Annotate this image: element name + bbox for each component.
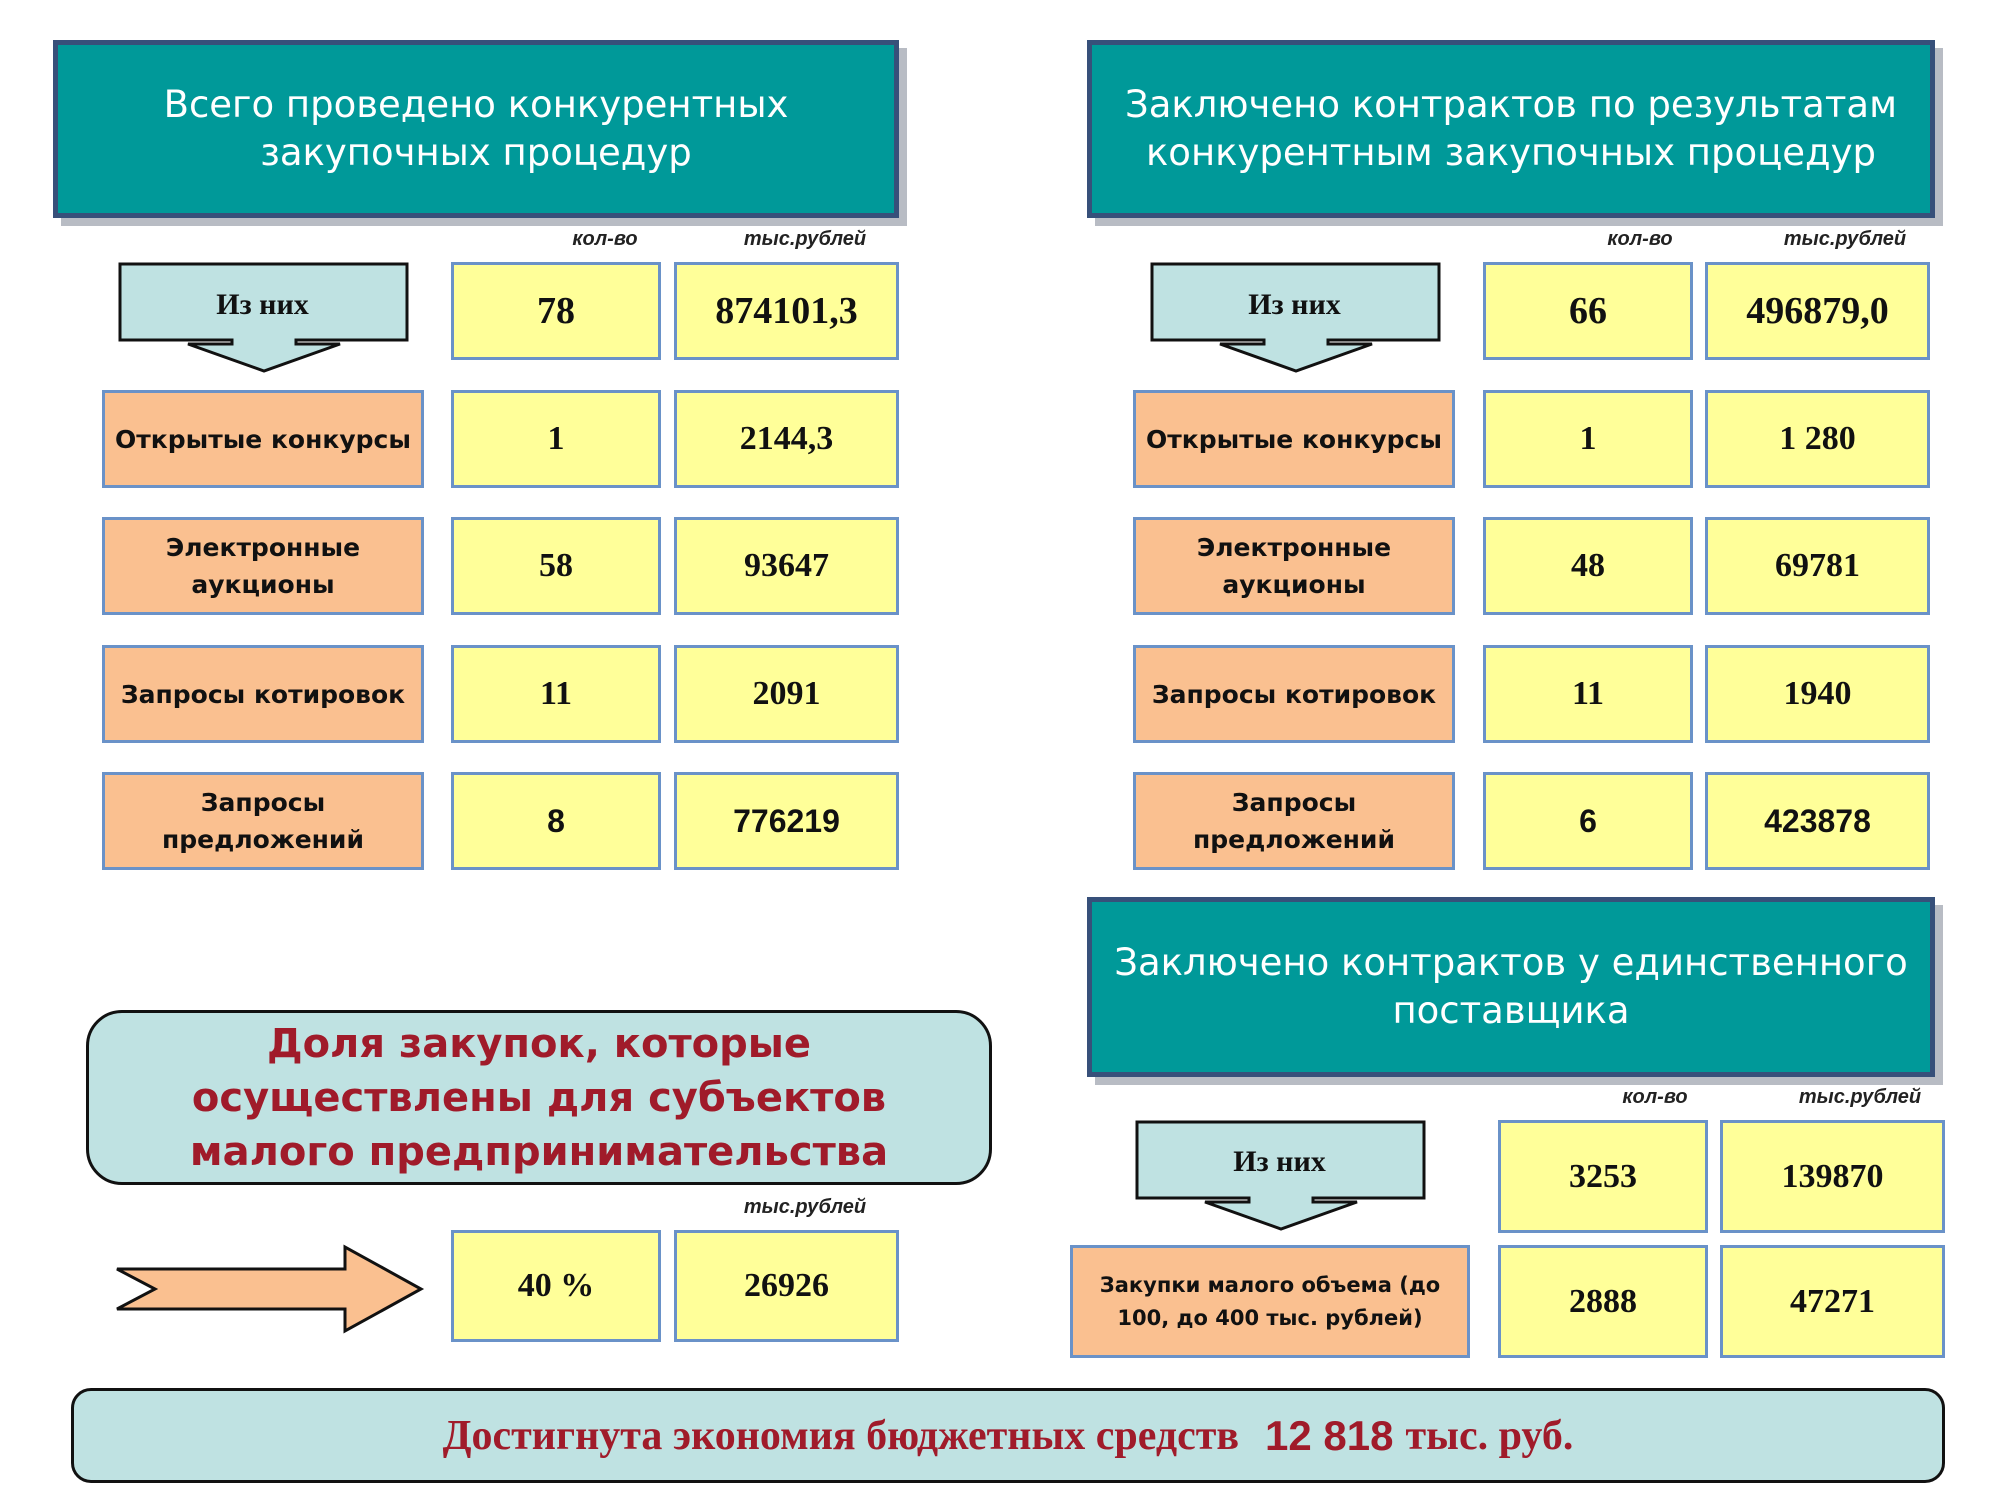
right-header: Заключено контрактов по результатам конк… [1087, 40, 1935, 218]
small-business-colhead-sum: тыс.рублей [743, 1196, 867, 1218]
right-row-1-label: Открытые конкурсы [1133, 390, 1455, 488]
left-row-2-label-text: Электронные аукционы [165, 533, 361, 599]
left-colhead-sum: тыс.рублей [743, 228, 867, 250]
left-header: Всего проведено конкурентных закупочных … [53, 40, 899, 218]
left-row-4-label-text: Запросы предложений [162, 788, 364, 854]
single-total-count: 3253 [1498, 1120, 1708, 1233]
right-colhead-count: кол-во [1607, 228, 1673, 250]
single-arrow-label: Из них [1233, 1145, 1326, 1178]
left-row-4-count: 8 [451, 772, 661, 870]
right-arrow-icon [116, 1244, 425, 1334]
small-business-panel: Доля закупок, которые осуществлены для с… [86, 1010, 992, 1185]
right-row-2-label: Электронные аукционы [1133, 517, 1455, 615]
single-colhead-sum: тыс.рублей [1798, 1086, 1922, 1108]
right-colhead-sum: тыс.рублей [1783, 228, 1907, 250]
right-row-1-count: 1 [1483, 390, 1693, 488]
economy-text: Достигнута экономия бюджетных средств [442, 1412, 1240, 1459]
single-row-label: Закупки малого объема (до 100, до 400 ты… [1070, 1245, 1470, 1358]
left-down-arrow-icon [118, 262, 409, 373]
right-row-4-label: Запросы предложений [1133, 772, 1455, 870]
single-colhead-count: кол-во [1622, 1086, 1688, 1108]
left-header-title: Всего проведено конкурентных закупочных … [163, 83, 789, 174]
small-business-sum: 26926 [674, 1230, 899, 1342]
single-row-label-text: Закупки малого объема (до 100, до 400 ты… [1099, 1272, 1441, 1330]
economy-amount: 12 818 [1265, 1411, 1394, 1459]
single-total-sum: 139870 [1720, 1120, 1945, 1233]
economy-banner: Достигнута экономия бюджетных средств 12… [71, 1388, 1945, 1483]
right-header-title: Заключено контрактов по результатам конк… [1125, 83, 1897, 174]
left-arrow-label: Из них [216, 288, 309, 321]
left-colhead-count: кол-во [572, 228, 638, 250]
left-row-2-label: Электронные аукционы [102, 517, 424, 615]
right-row-4-sum: 423878 [1705, 772, 1930, 870]
left-row-2-sum: 93647 [674, 517, 899, 615]
right-total-sum: 496879,0 [1705, 262, 1930, 360]
left-row-3-count: 11 [451, 645, 661, 743]
left-row-4-sum: 776219 [674, 772, 899, 870]
left-row-2-count: 58 [451, 517, 661, 615]
left-row-4-label: Запросы предложений [102, 772, 424, 870]
right-row-2-sum: 69781 [1705, 517, 1930, 615]
small-business-title: Доля закупок, которые осуществлены для с… [189, 1020, 889, 1175]
economy-unit: тыс. руб. [1405, 1412, 1574, 1459]
right-down-arrow-icon [1150, 262, 1441, 373]
right-row-2-count: 48 [1483, 517, 1693, 615]
left-row-1-sum: 2144,3 [674, 390, 899, 488]
right-row-3-label: Запросы котировок [1133, 645, 1455, 743]
left-row-3-label: Запросы котировок [102, 645, 424, 743]
left-row-1-count: 1 [451, 390, 661, 488]
right-row-4-label-text: Запросы предложений [1193, 788, 1395, 854]
right-row-4-count: 6 [1483, 772, 1693, 870]
single-down-arrow-icon [1135, 1120, 1426, 1231]
right-row-3-sum: 1940 [1705, 645, 1930, 743]
single-row-count: 2888 [1498, 1245, 1708, 1358]
single-supplier-header-title: Заключено контрактов у единственного пос… [1114, 941, 1908, 1032]
small-business-percent: 40 % [451, 1230, 661, 1342]
left-row-1-label: Открытые конкурсы [102, 390, 424, 488]
right-arrow-label: Из них [1248, 288, 1341, 321]
right-total-count: 66 [1483, 262, 1693, 360]
right-row-1-sum: 1 280 [1705, 390, 1930, 488]
left-total-count: 78 [451, 262, 661, 360]
right-row-2-label-text: Электронные аукционы [1196, 533, 1392, 599]
left-total-sum: 874101,3 [674, 262, 899, 360]
single-row-sum: 47271 [1720, 1245, 1945, 1358]
single-supplier-header: Заключено контрактов у единственного пос… [1087, 897, 1935, 1077]
left-row-3-sum: 2091 [674, 645, 899, 743]
right-row-3-count: 11 [1483, 645, 1693, 743]
